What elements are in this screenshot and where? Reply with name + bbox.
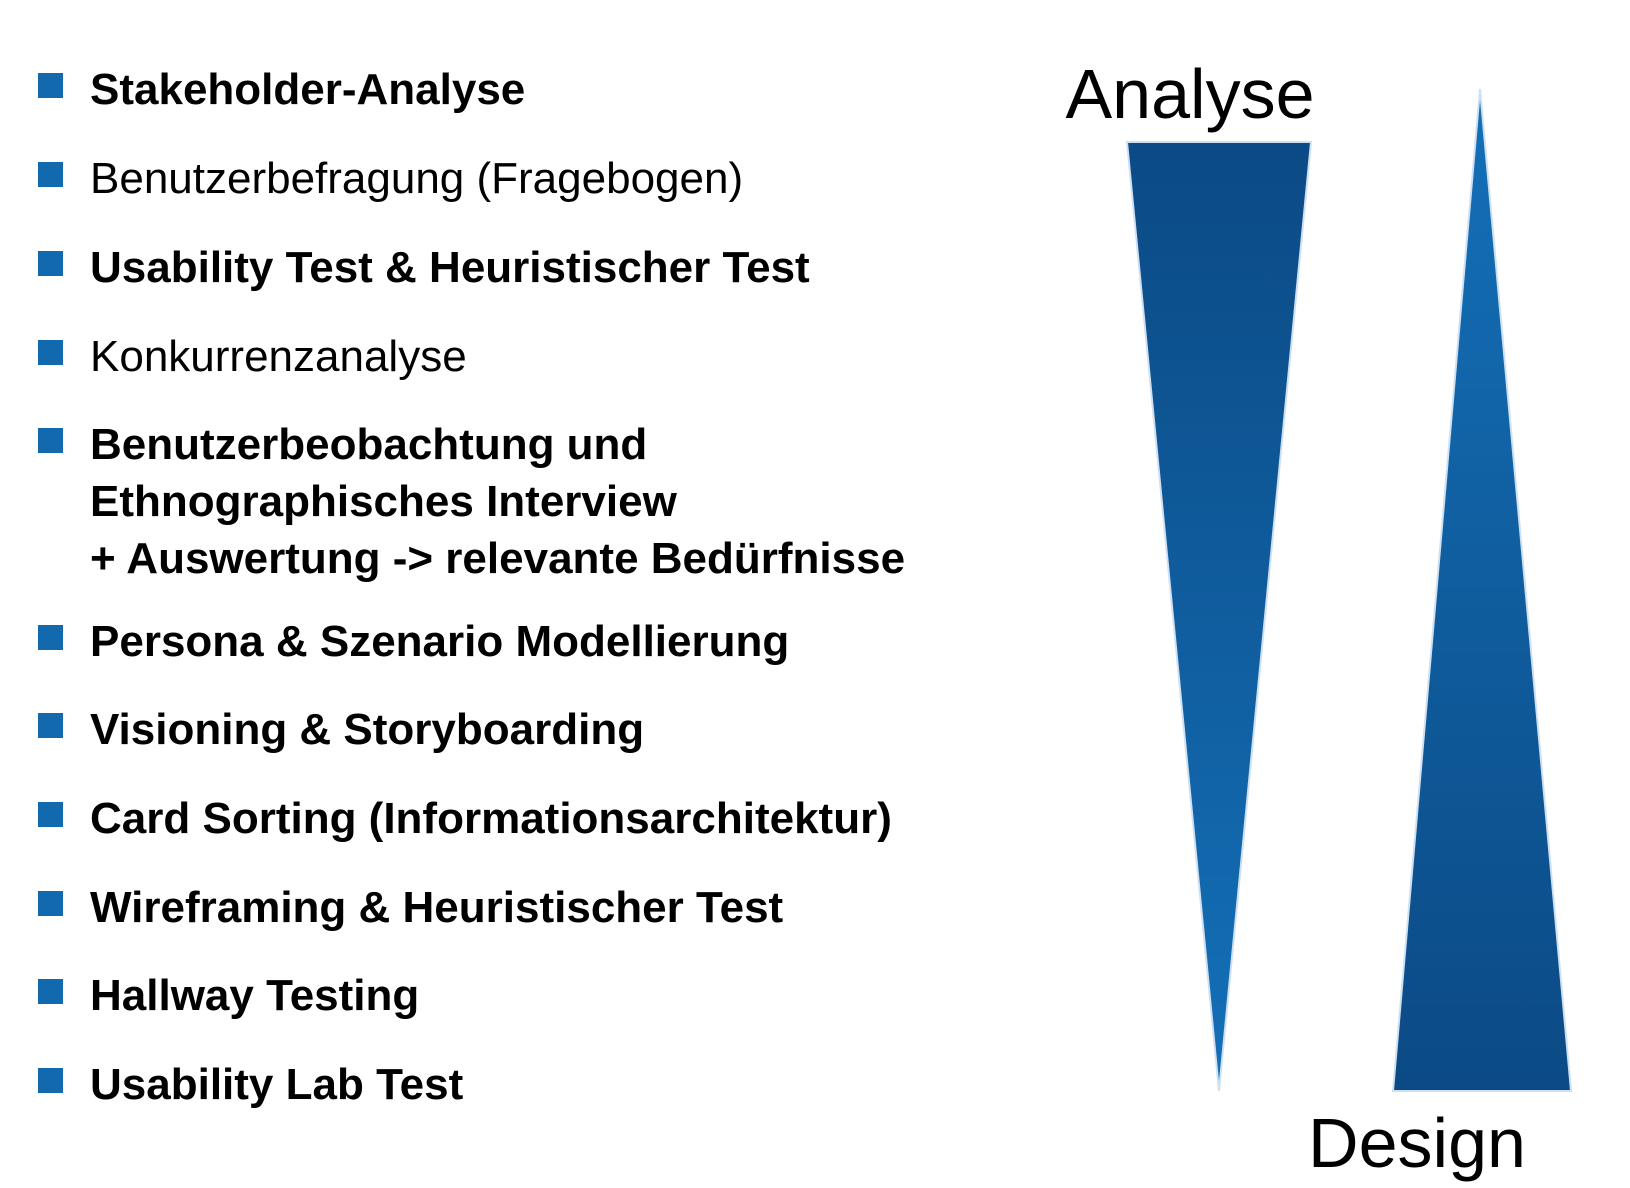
square-bullet-icon <box>38 340 63 365</box>
item-label: Usability Lab Test <box>90 1060 464 1109</box>
list-item-persona-szenario: Persona & Szenario Modellierung <box>38 613 789 670</box>
item-label-line: Benutzerbeobachtung und <box>90 420 648 469</box>
item-label: Stakeholder-Analyse <box>90 65 526 114</box>
item-label: Card Sorting (Informationsarchitektur) <box>90 794 892 843</box>
list-item-konkurrenzanalyse: Konkurrenzanalyse <box>38 328 467 385</box>
list-item-usability-heuristic-test: Usability Test & Heuristischer Test <box>38 239 810 296</box>
square-bullet-icon <box>38 625 63 650</box>
item-label: Hallway Testing <box>90 971 420 1020</box>
item-label: Benutzerbefragung (Fragebogen) <box>90 154 744 203</box>
list-item-visioning-storyboarding: Visioning & Storyboarding <box>38 701 644 758</box>
item-label-multiline: Benutzerbeobachtung und Ethnographisches… <box>90 416 905 587</box>
analyse-wedge <box>1125 141 1313 1092</box>
item-label-line: + Auswertung -> relevante Bedürfnisse <box>90 534 906 583</box>
square-bullet-icon <box>38 802 63 827</box>
design-label: Design <box>1308 1104 1526 1182</box>
item-label: Wireframing & Heuristischer Test <box>90 883 784 932</box>
list-item-benutzerbefragung: Benutzerbefragung (Fragebogen) <box>38 150 743 207</box>
square-bullet-icon <box>38 428 63 453</box>
square-bullet-icon <box>38 1068 63 1093</box>
item-label: Konkurrenzanalyse <box>90 332 467 381</box>
item-label: Usability Test & Heuristischer Test <box>90 243 810 292</box>
item-label-line: Ethnographisches Interview <box>90 477 677 526</box>
item-label: Persona & Szenario Modellierung <box>90 617 790 666</box>
square-bullet-icon <box>38 979 63 1004</box>
square-bullet-icon <box>38 251 63 276</box>
list-item-hallway-testing: Hallway Testing <box>38 967 419 1024</box>
list-item-usability-lab-test: Usability Lab Test <box>38 1056 463 1113</box>
list-item-wireframing: Wireframing & Heuristischer Test <box>38 879 783 936</box>
method-list: Stakeholder-Analyse Benutzerbefragung (F… <box>38 61 905 1113</box>
list-item-stakeholder-analyse: Stakeholder-Analyse <box>38 61 525 118</box>
square-bullet-icon <box>38 713 63 738</box>
square-bullet-icon <box>38 162 63 187</box>
list-item-benutzerbeobachtung: Benutzerbeobachtung und Ethnographisches… <box>38 416 905 587</box>
item-label: Visioning & Storyboarding <box>90 705 645 754</box>
square-bullet-icon <box>38 891 63 916</box>
analyse-label: Analyse <box>1065 55 1314 133</box>
list-item-card-sorting: Card Sorting (Informationsarchitektur) <box>38 790 892 847</box>
design-wedge <box>1391 88 1573 1092</box>
square-bullet-icon <box>38 73 63 98</box>
